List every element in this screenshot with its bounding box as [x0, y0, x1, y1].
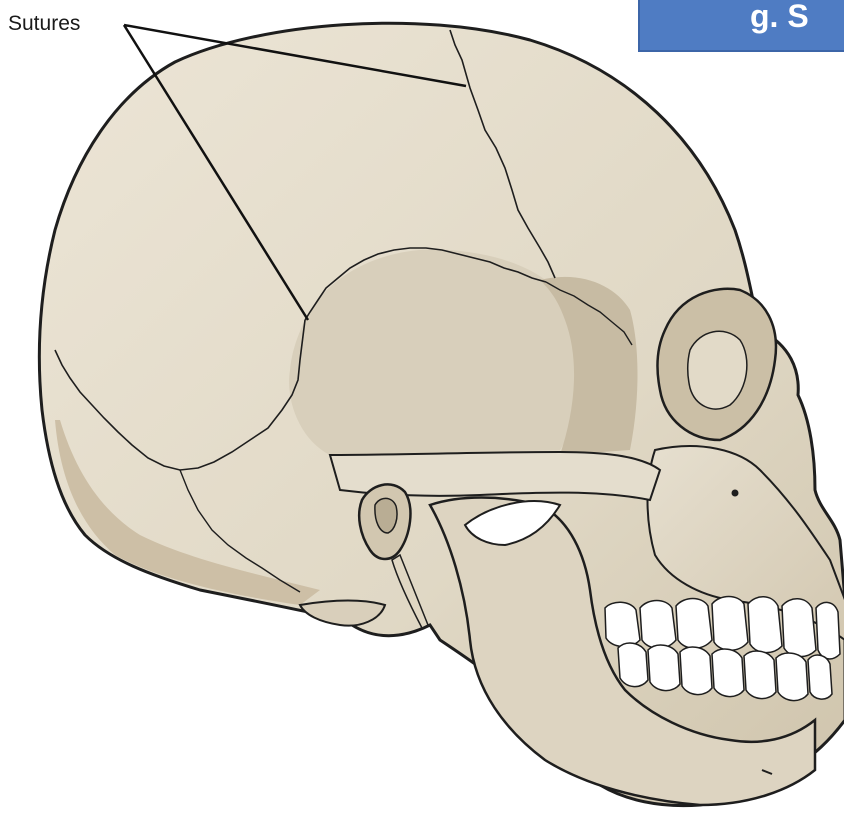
tooth: [808, 655, 832, 699]
tooth: [816, 602, 840, 659]
tooth: [680, 647, 712, 695]
tooth: [640, 601, 676, 649]
orbit-inner: [688, 331, 747, 409]
tooth: [605, 602, 640, 646]
corner-title-text: g. S: [750, 0, 809, 35]
tooth: [782, 599, 816, 657]
tooth: [712, 597, 748, 651]
tooth: [776, 653, 808, 701]
tooth: [648, 645, 680, 691]
sutures-label: Sutures: [8, 12, 80, 35]
tooth: [712, 649, 744, 697]
tooth: [618, 643, 648, 687]
corner-title-box: g. S: [638, 0, 844, 52]
tooth: [676, 599, 712, 649]
infraorbital-foramen: [732, 490, 739, 497]
tooth: [744, 651, 776, 699]
tooth: [748, 597, 782, 653]
